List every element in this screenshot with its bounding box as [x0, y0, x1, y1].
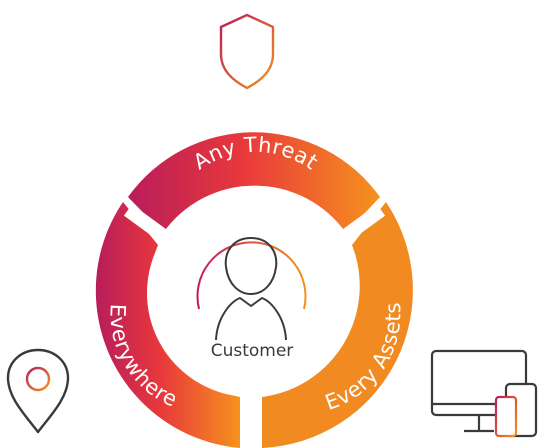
person-icon: [215, 237, 287, 341]
devices-icon: [430, 349, 538, 438]
segment-everywhere: [95, 202, 240, 448]
person-arc: [196, 241, 307, 310]
segment-every-assets: [262, 202, 413, 448]
location-pin-icon: [6, 348, 70, 434]
center-label: Customer: [210, 341, 294, 361]
shield-icon: [219, 13, 275, 90]
segment-any-threat: [128, 132, 380, 233]
cycle-ring: [95, 132, 413, 448]
